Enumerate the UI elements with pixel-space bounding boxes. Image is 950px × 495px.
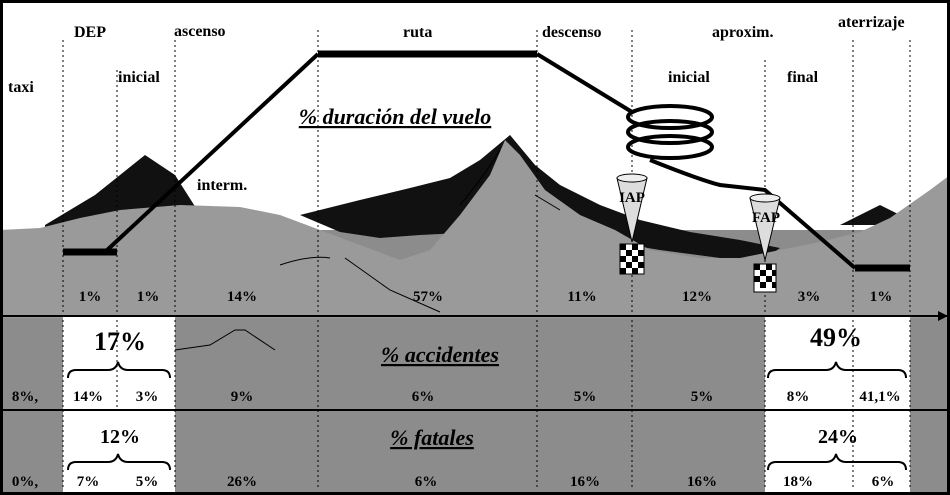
accidentes-dep-total: 17% [94,327,146,356]
phase-final: final [787,69,819,86]
phase-labels: taxi DEP inicial ascenso interm. ruta de… [8,14,905,194]
title-duracion: % duración del vuelo [299,104,492,129]
phase-ruta: ruta [403,24,432,41]
accidentes-value: 14% [73,389,103,405]
iap-label: IAP [619,190,645,206]
holding-pattern [626,104,714,160]
duracion-value: 1% [870,289,893,305]
fatales-value: 5% [136,474,159,490]
phase-app-inicial: inicial [668,69,710,86]
phase-descenso: descenso [542,24,602,41]
fatales-value: 26% [227,474,257,490]
duracion-value: 1% [79,289,102,305]
duracion-value: 3% [798,289,821,305]
fatales-value: 0%, [12,474,39,490]
gray-terrain [0,140,950,318]
braces [67,361,907,471]
phase-aproxim: aproxim. [712,24,773,41]
accidentes-value: 5% [574,389,597,405]
accidentes-value: 3% [136,389,159,405]
fap-marker [749,193,781,293]
title-fatales: % fatales [390,425,474,450]
fatales-value: 18% [783,474,813,490]
duracion-value: 11% [567,289,596,305]
accidentes-value: 41,1% [859,389,900,405]
duracion-value: 1% [137,289,160,305]
accidentes-value: 5% [691,389,714,405]
title-accidentes: % accidentes [381,342,499,367]
fatales-value: 6% [872,474,895,490]
duracion-value: 12% [682,289,712,305]
fatales-app-total: 24% [818,426,858,448]
phase-aterrizaje: aterrizaje [838,14,905,31]
fatales-value: 7% [77,474,100,490]
fatales-dep-total: 12% [100,426,140,448]
accidentes-value: 9% [231,389,254,405]
accidentes-value: 8%, [12,389,39,405]
fatales-value: 16% [687,474,717,490]
duracion-value: 14% [227,289,257,305]
accidentes-value: 8% [787,389,810,405]
fap-label: FAP [752,210,780,226]
duracion-row: 1% 1% 14% 57% 11% 12% 3% 1% [79,289,893,305]
phase-taxi: taxi [8,79,34,96]
phase-interm: interm. [197,177,247,194]
duracion-value: 57% [413,289,443,305]
phase-dep-inicial: inicial [118,69,160,86]
flight-profile [63,50,910,272]
terrain-lines [174,149,561,351]
accidentes-row: 8%, 14% 3% 9% 6% 5% 5% 8% 41,1% [12,389,901,405]
accidentes-app-total: 49% [810,323,862,352]
fatales-value: 16% [570,474,600,490]
fatales-value: 6% [415,474,438,490]
fatales-row: 0%, 7% 5% 26% 6% 16% 16% 18% 6% [12,474,894,490]
axis-arrow [938,311,948,321]
phase-ascenso: ascenso [174,23,226,40]
phase-dep: DEP [74,24,106,41]
iap-marker [616,173,648,275]
accidentes-value: 6% [412,389,435,405]
